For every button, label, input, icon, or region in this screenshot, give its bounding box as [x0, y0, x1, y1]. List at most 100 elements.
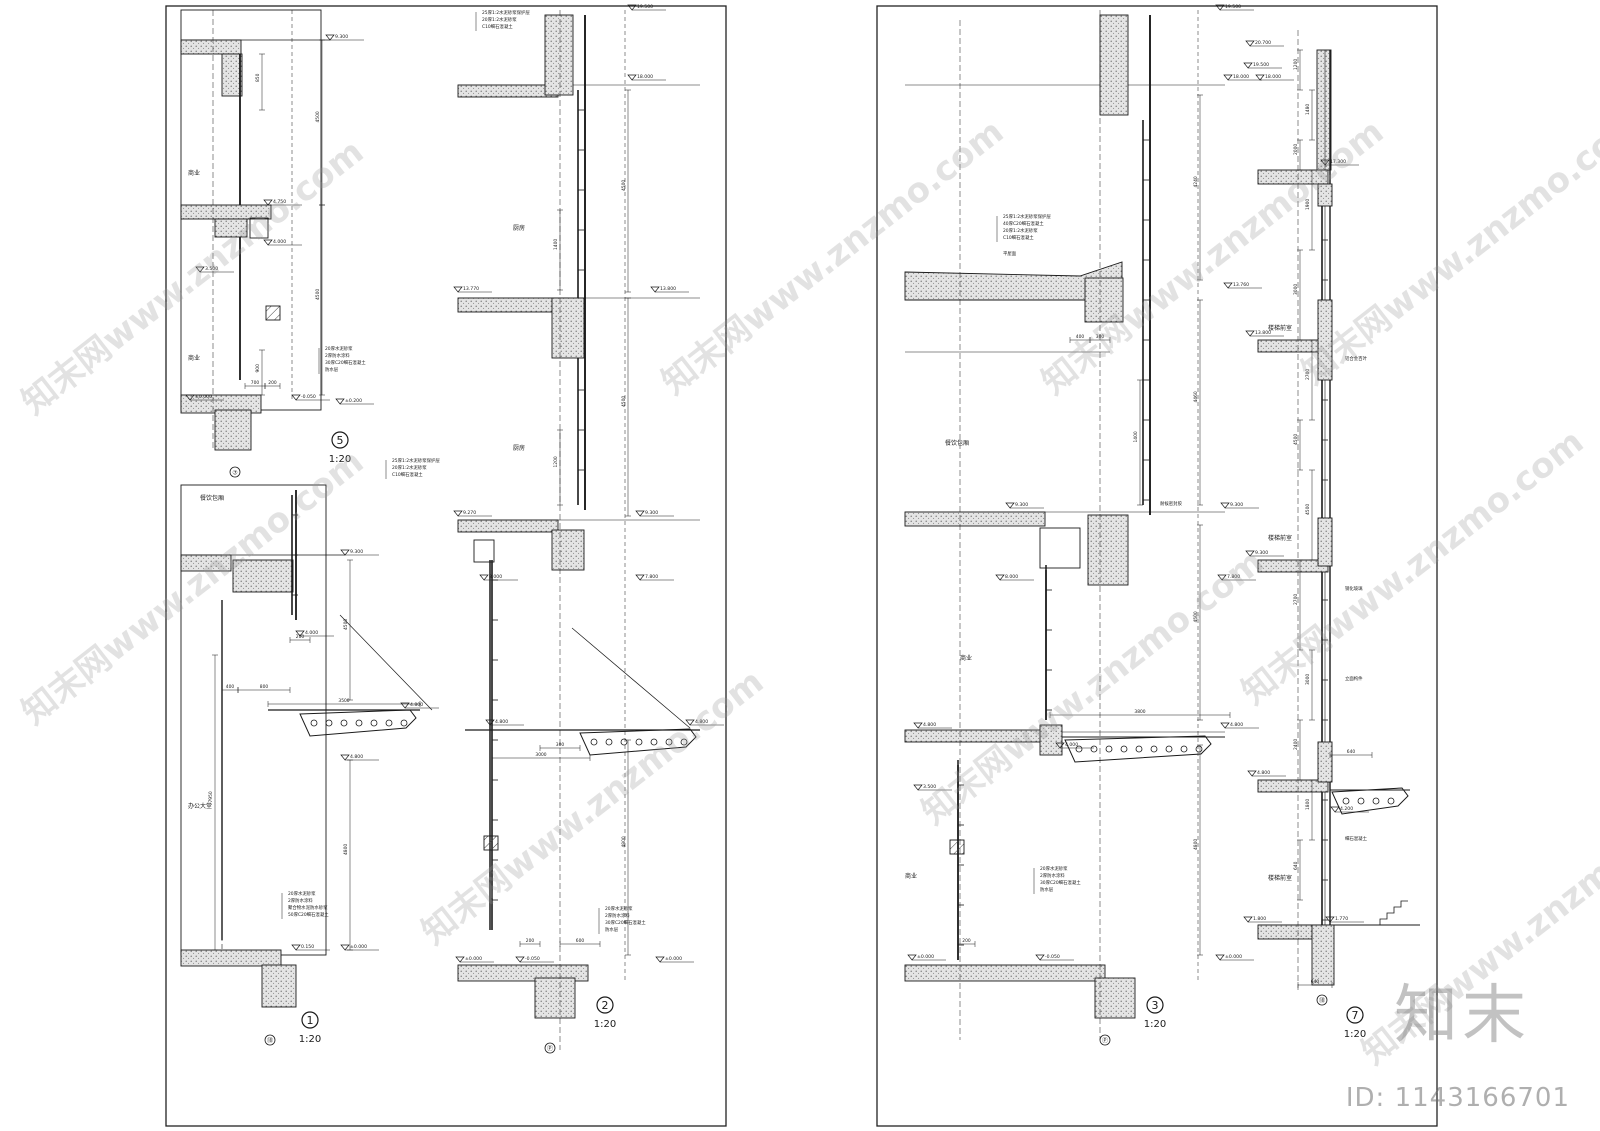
- detail-7-canopy-bracket: [1331, 787, 1409, 815]
- detail-2-roof-slab: [457, 84, 559, 98]
- dimension-label: 640: [1311, 979, 1320, 985]
- dimension-label: 1400: [1133, 431, 1139, 442]
- detail-7-slab-4: [1257, 779, 1329, 793]
- level-label: 4.800: [695, 719, 708, 725]
- level-label: 0.150: [301, 944, 314, 950]
- level-marker: [1255, 74, 1265, 81]
- detail-2-vent-box: [483, 835, 499, 851]
- level-marker: [455, 956, 465, 963]
- level-label: 9.300: [1015, 502, 1028, 508]
- level-marker: [1245, 330, 1255, 337]
- detail-2-footing: [534, 977, 576, 1019]
- detail-5-beam: [214, 218, 248, 238]
- detail-2-duct: [473, 539, 495, 563]
- dimension-label: 200: [526, 938, 535, 944]
- dimension-label: 1400: [553, 239, 559, 250]
- level-label: 13.800: [1255, 330, 1271, 336]
- level-marker: [1330, 806, 1340, 813]
- level-marker: [1223, 74, 1233, 81]
- detail-number-circle: [1346, 1006, 1364, 1024]
- detail-1-ground-slab: [180, 949, 282, 967]
- dimension-label: 3000: [1293, 284, 1299, 295]
- detail-1-footing: [261, 964, 297, 1008]
- grid-axis-label: ⑦: [232, 470, 238, 477]
- dimension-label: 4800: [1193, 839, 1199, 850]
- level-label: 3.500: [205, 266, 218, 272]
- level-label: 19.500: [1253, 62, 1269, 68]
- level-marker: [995, 574, 1005, 581]
- level-marker: [1055, 742, 1065, 749]
- detail-3-window-box: [1039, 527, 1081, 569]
- detail-7-stair-steps: [1379, 900, 1408, 925]
- detail-number: 5: [337, 434, 344, 447]
- dimension-label: 4500: [315, 111, 321, 122]
- dimension-label: 400: [226, 684, 235, 690]
- note-text: 钢化玻璃: [1345, 585, 1363, 592]
- detail-3-vent-box: [949, 839, 965, 855]
- level-marker: [1217, 574, 1227, 581]
- detail-5-vent-box: [265, 305, 281, 321]
- level-label: 4.000: [305, 630, 318, 636]
- note-text: 20厚水泥砂浆: [1040, 865, 1068, 872]
- dimension-label: 800: [260, 684, 269, 690]
- level-label: 7.800: [1227, 574, 1240, 580]
- level-marker: [295, 630, 305, 637]
- note-text: 细石混凝土: [1345, 835, 1368, 842]
- canopy-perforation: [400, 719, 408, 727]
- level-marker: [1245, 40, 1255, 47]
- canopy-perforation: [1075, 745, 1083, 753]
- note-text: 20厚水泥砂浆: [325, 345, 353, 352]
- level-marker: [627, 74, 637, 81]
- level-marker: [485, 719, 495, 726]
- note-text: C10细石混凝土: [482, 23, 513, 30]
- level-label: 4.800: [923, 722, 936, 728]
- level-marker: [1215, 4, 1225, 11]
- canopy-perforation: [635, 738, 643, 746]
- detail-7-slab-13: [1257, 339, 1329, 353]
- note-text: 40厚C20细石混凝土: [1003, 220, 1044, 227]
- level-label: 19.500: [1225, 4, 1241, 10]
- level-marker: [655, 956, 665, 963]
- level-marker: [335, 398, 345, 405]
- detail-2-ground-slab: [457, 964, 589, 982]
- dimension-label: 4240: [1193, 176, 1199, 187]
- note-text: 聚合物水泥防水砂浆: [288, 904, 328, 911]
- dimension-label: 1200: [553, 456, 559, 467]
- detail-3-slab-4: [904, 729, 1046, 743]
- level-marker: [913, 722, 923, 729]
- room-label: 餐饮包厢: [945, 439, 969, 447]
- canopy-perforation: [1195, 745, 1203, 753]
- room-label: 厨房: [513, 444, 525, 452]
- level-label: 9.300: [335, 34, 348, 40]
- canopy-perforation: [1180, 745, 1188, 753]
- room-label: 商业: [188, 354, 200, 362]
- note-text: 20厚1:2水泥砂浆: [482, 16, 517, 23]
- level-label: 9.300: [645, 510, 658, 516]
- detail-3-parapet: [1099, 14, 1129, 116]
- level-label: 9.300: [1255, 550, 1268, 556]
- canopy-perforation: [1120, 745, 1128, 753]
- level-label: 4.800: [410, 702, 423, 708]
- level-label: 13.770: [463, 286, 479, 292]
- note-text: 防水层: [325, 366, 339, 373]
- detail-7-footing: [1311, 924, 1335, 986]
- canopy-perforation: [590, 738, 598, 746]
- detail-7-panel-13: [1317, 299, 1333, 381]
- detail-number: 2: [602, 999, 609, 1012]
- level-label: 1.770: [1335, 916, 1348, 922]
- level-label: 4.000: [1065, 742, 1078, 748]
- grid-axis-bubble: [544, 1042, 556, 1054]
- level-marker: [340, 549, 350, 556]
- dimension-label: 4500: [621, 180, 627, 191]
- dimension-label: 7950: [208, 791, 214, 802]
- canopy-perforation: [310, 719, 318, 727]
- note-text: 2厚防水涂料: [605, 912, 630, 919]
- canopy-perforation: [650, 738, 658, 746]
- detail-2-beam-9: [551, 529, 585, 571]
- canopy-perforation: [1342, 797, 1350, 805]
- dimension-label: 4500: [1193, 611, 1199, 622]
- detail-2-canopy-bracket: [579, 728, 697, 756]
- level-marker: [185, 394, 195, 401]
- level-marker: [340, 754, 350, 761]
- dimension-label: 3800: [1134, 709, 1145, 715]
